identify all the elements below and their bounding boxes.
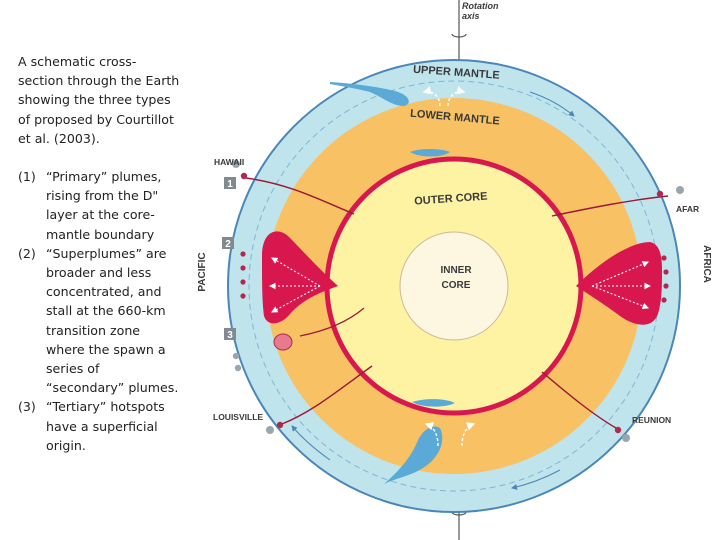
convection-arrow [424,422,439,447]
marker-2-number: 2 [225,239,231,250]
caption-intro: A schematic cross-section through the Ea… [18,54,180,146]
plume-path-reunion [541,371,617,429]
caption-panel: A schematic cross-section through the Ea… [18,52,180,455]
caption-item-number: (2) [18,245,36,261]
plume-path-louisville [281,365,373,425]
inner-core [399,231,509,341]
caption-item-text: “Primary” plumes, rising from the D" lay… [46,169,162,242]
rotation-axis-label-line1: Rotation [462,1,499,11]
label-afar: AFAR [676,204,699,214]
label-inner-core-line2: CORE [442,280,471,291]
caption-item-text: “Superplumes” are broader and less conce… [46,245,179,396]
caption-item-number: (1) [18,169,36,185]
crust-flow-arrow [529,91,575,117]
convection-arrow [447,86,466,107]
caption-list: (1) “Primary” plumes, rising from the D" … [18,167,180,455]
tertiary-hotspot-blob [273,333,293,351]
label-pacific: PACIFIC [197,252,208,291]
label-hawaii: HAWAII [214,157,244,167]
rotation-axis-label-line2: axis [462,11,480,21]
label-africa: AFRICA [701,245,712,283]
rotation-arrow-icon [451,33,467,38]
marker-1-number: 1 [227,179,233,190]
slab-bottom [384,426,443,484]
slab-top-mid [410,149,450,157]
plume-path-hawaii [245,177,355,215]
marker-2: 2 [222,237,234,250]
convection-arrow [422,86,441,107]
caption-item-3: (3) “Tertiary” hotspots have a superficia… [18,397,180,455]
volcano-glyphs [232,160,684,442]
marker-3: 3 [224,328,236,341]
plume-path-shallow [299,307,365,337]
caption-item-number: (3) [18,399,36,415]
superplume-flow-arrows [268,257,652,313]
slab-bottom-mid [412,399,455,407]
caption-item-text: “Tertiary” hotspots have a superficial o… [46,399,165,453]
plume-path-afar [551,195,669,217]
slab-top-left [330,82,409,106]
label-reunion: REUNION [632,415,671,425]
label-outer-core: OUTER CORE [414,191,488,208]
crust-flow-arrow [511,469,561,490]
marker-1: 1 [224,177,236,190]
convection-arrow [461,422,476,447]
crust-flow-arrow [291,425,331,461]
surface-hotspot-markers [240,172,669,434]
superplume-africa [576,242,662,325]
label-louisville: LOUISVILLE [213,412,263,422]
superplume-pacific [262,231,338,324]
marker-3-number: 3 [227,330,233,341]
caption-item-2: (2) “Superplumes” are broader and less co… [18,244,180,398]
label-inner-core-line1: INNER [440,265,472,276]
caption-item-1: (1) “Primary” plumes, rising from the D" … [18,167,180,244]
